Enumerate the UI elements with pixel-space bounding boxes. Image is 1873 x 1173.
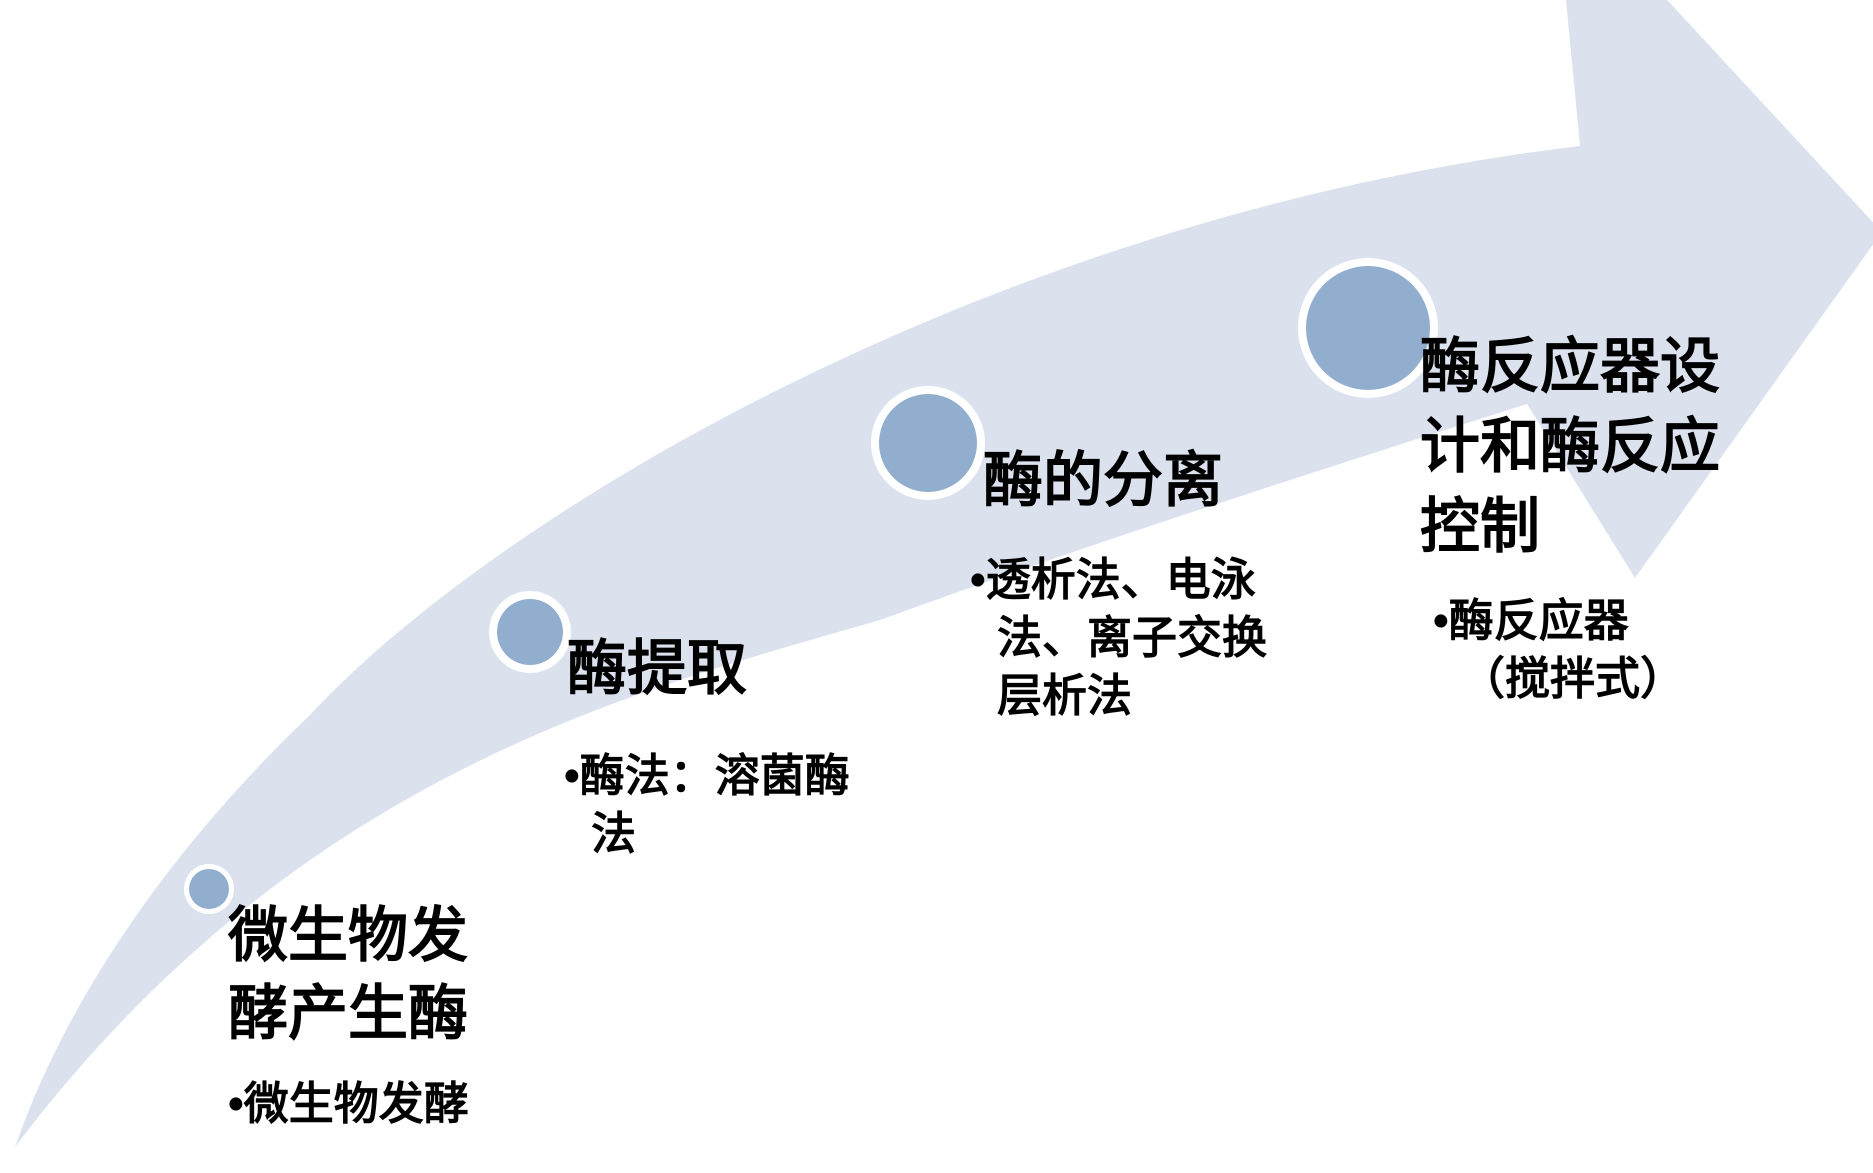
milestone-4-title: 酶反应器设 计和酶反应 控制 [1420, 327, 1720, 567]
milestone-4-bullet: •酶反应器 （搅拌式） [1433, 592, 1685, 708]
title-line: 酶的分离 [983, 447, 1223, 514]
bullet-line: 法、离子交换 [997, 612, 1268, 663]
milestone-2-title: 酶提取 [567, 630, 747, 708]
milestone-2-bullet: •酶法：溶菌酶 法 [564, 747, 850, 863]
milestone-1-bullet: •微生物发酵 [228, 1075, 469, 1133]
milestone-3-bullet: •透析法、电泳 法、离子交换 层析法 [970, 551, 1267, 725]
milestone-4-circle [1298, 258, 1438, 398]
bullet-line: 层析法 [997, 670, 1133, 721]
circle-dot [497, 599, 563, 665]
bullet-line: 法 [591, 808, 637, 859]
circle-dot [1306, 266, 1430, 390]
circle-dot [189, 869, 229, 909]
title-line: 微生物发 [228, 902, 468, 969]
title-line: 计和酶反应 [1420, 413, 1720, 480]
title-line: 酵产生酶 [228, 980, 468, 1047]
milestone-2-circle [489, 591, 571, 673]
title-line: 酶反应器设 [1420, 333, 1720, 400]
bullet-line: •透析法、电泳 [970, 554, 1256, 605]
title-line: 控制 [1420, 493, 1540, 560]
milestone-3-circle [871, 386, 985, 500]
bullet-line: •酶反应器 [1433, 595, 1629, 646]
bullet-line: •微生物发酵 [228, 1078, 469, 1129]
bullet-line: •酶法：溶菌酶 [564, 750, 850, 801]
bullet-line: （搅拌式） [1460, 653, 1686, 704]
title-line: 酶提取 [567, 635, 747, 702]
milestone-1-title: 微生物发 酵产生酶 [228, 897, 468, 1053]
circle-dot [879, 394, 977, 492]
milestone-3-title: 酶的分离 [983, 442, 1223, 520]
milestone-1-circle [184, 864, 234, 914]
